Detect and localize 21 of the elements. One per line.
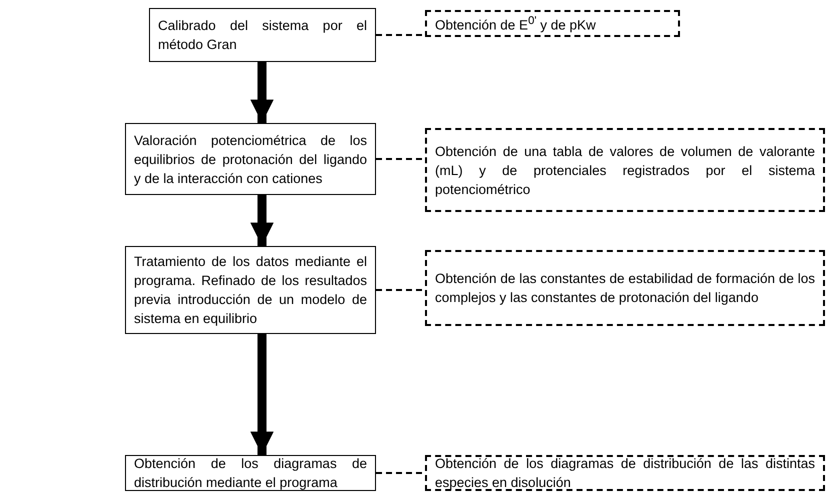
arrow xyxy=(250,195,274,246)
result-box xyxy=(425,128,825,212)
step-text: Obtención de los diagramas de distribución de las distintas especies en disolución xyxy=(435,455,815,492)
result-box xyxy=(425,250,825,326)
arrow xyxy=(250,334,274,455)
step-text: Valoración potenciométrica de los equilibrios de protonación del ligando y de la interacción con cationes xyxy=(134,132,367,188)
result-box xyxy=(425,10,680,37)
process-box xyxy=(125,123,376,195)
process-box xyxy=(125,246,376,334)
step-text: Calibrado del sistema por el método Gran xyxy=(158,17,367,54)
connector-line xyxy=(376,158,425,160)
step-text: Obtención de los diagramas de distribución mediante el programa xyxy=(134,455,367,492)
process-box xyxy=(149,8,376,62)
step-text: Obtención de E$^{0'}$ y de pKw xyxy=(435,14,597,35)
arrow xyxy=(250,62,274,123)
step-text: Obtención de las constantes de estabilidad de formación de los complejos y las constantes de protonación del ligando xyxy=(435,270,815,307)
step-text: Tratamiento de los datos mediante el programa. Refinado de los resultados previa introducción de un modelo de sistema en equilibrio xyxy=(134,253,367,328)
connector-line xyxy=(376,289,425,291)
connector-line xyxy=(376,34,425,36)
connector-line xyxy=(376,472,425,474)
step-text: Obtención de una tabla de valores de volumen de valorante (mL) y de protenciales registrados por el sistema potenciométrico xyxy=(435,142,815,198)
